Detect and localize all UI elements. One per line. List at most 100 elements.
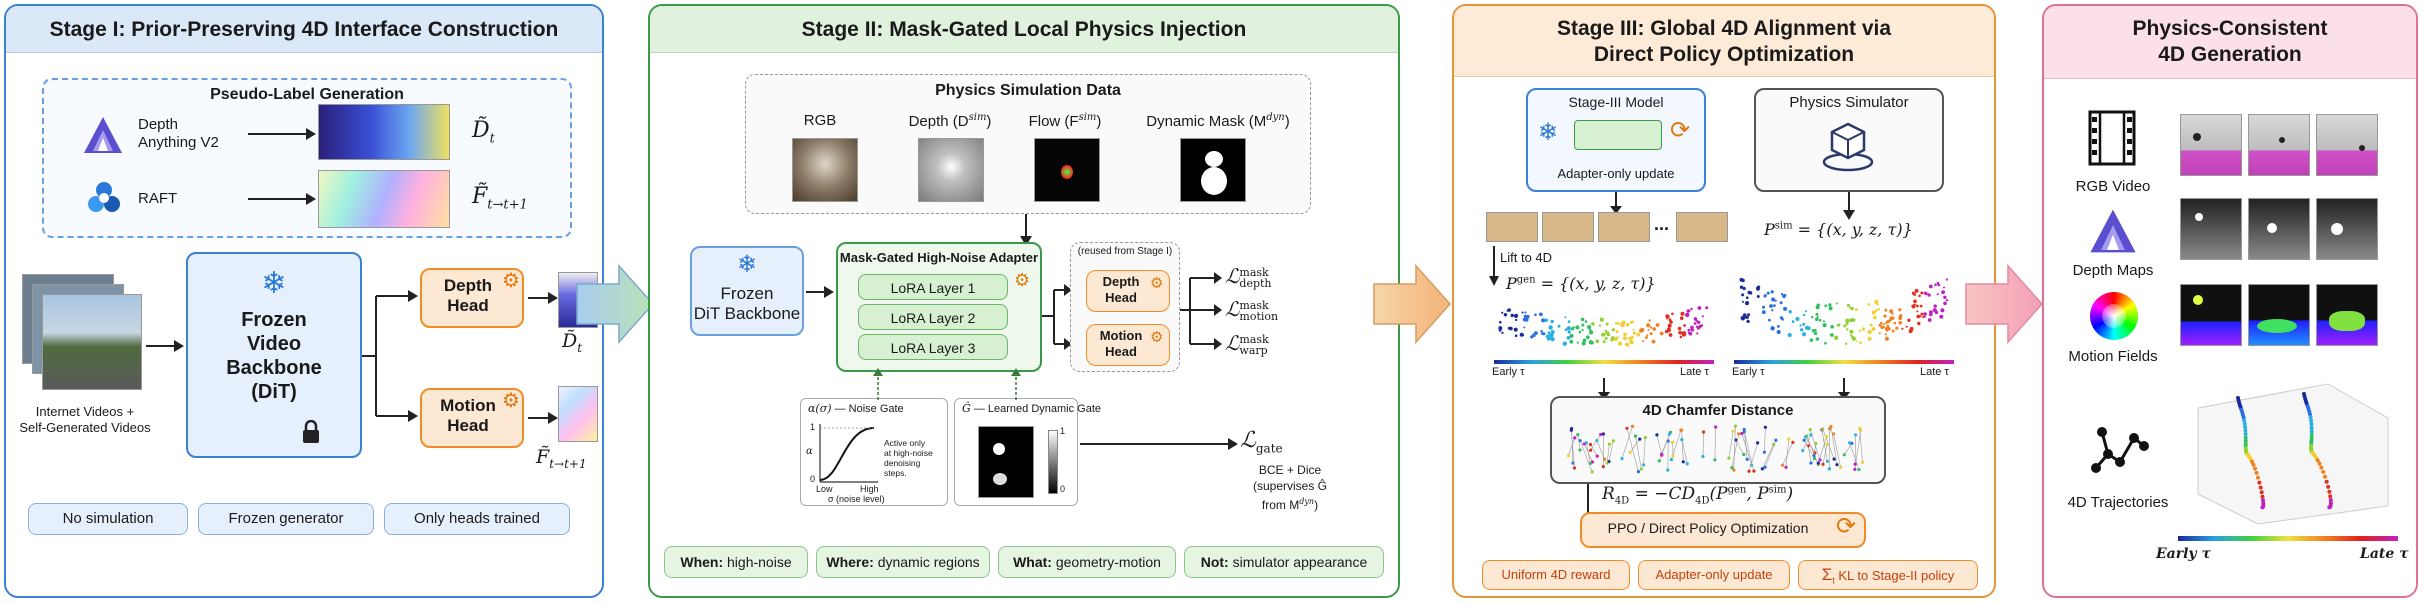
point-cloud-dot: [1646, 323, 1651, 328]
trajectory-point: [2309, 425, 2314, 430]
chamfer-dot: [1827, 467, 1831, 471]
chamfer-dot: [1808, 428, 1812, 432]
chamfer-link: [1764, 440, 1777, 468]
point-cloud-dot: [1851, 336, 1856, 341]
point-cloud-dot: [1687, 328, 1691, 332]
stage3-panel: Stage III: Global 4D Alignment via Direc…: [1452, 4, 1996, 598]
gear-icon: ⚙: [502, 270, 520, 292]
chamfer-dot: [1848, 441, 1852, 445]
raft-logo-icon: [88, 182, 120, 212]
chamfer-link: [1849, 442, 1860, 470]
point-cloud-dot: [1856, 340, 1859, 343]
trajectory-point: [2243, 428, 2248, 433]
chamfer-link: [1744, 431, 1755, 472]
point-cloud-dot: [1776, 329, 1781, 335]
point-cloud-dot: [1849, 318, 1854, 323]
point-cloud-dot: [1905, 325, 1908, 328]
point-cloud-dot: [1615, 330, 1619, 334]
point-cloud-dot: [1883, 314, 1887, 318]
point-cloud-dot: [1945, 278, 1948, 281]
chamfer-dot: [1809, 461, 1813, 465]
point-cloud-dot: [1532, 333, 1536, 337]
point-cloud-dot: [1513, 313, 1519, 318]
pseudo-label-box: [42, 78, 572, 238]
point-cloud-dot: [1822, 320, 1826, 323]
chamfer-link: [1782, 442, 1794, 466]
chamfer-dot: [1737, 432, 1741, 436]
trajectory-point: [2319, 465, 2324, 470]
trajectory-point: [2243, 438, 2248, 443]
sim-depth-thumb: [918, 138, 984, 202]
chamfer-dot: [1681, 460, 1685, 464]
point-cloud-dot: [1623, 320, 1626, 323]
point-cloud-dot: [1679, 335, 1683, 339]
chamfer-dot: [1733, 424, 1737, 428]
gate-connectors: [873, 368, 1021, 400]
chamfer-dot: [1756, 441, 1760, 445]
chamfer-link: [1854, 434, 1856, 465]
sim-tau-bar: [1734, 360, 1954, 364]
row-label-motion: Motion Fields: [2068, 348, 2158, 365]
point-cloud-dot: [1642, 340, 1645, 343]
chamfer-box: [1550, 396, 1886, 484]
physics-simulator-title: Physics Simulator: [1789, 94, 1909, 111]
point-cloud-dot: [1548, 325, 1553, 330]
point-cloud-dot: [1572, 326, 1575, 329]
gen-frame: [1598, 212, 1650, 242]
chamfer-dot: [1727, 456, 1731, 460]
depth-frame: [2180, 198, 2242, 260]
point-cloud-dot: [1927, 293, 1931, 297]
point-cloud-dot: [1636, 332, 1641, 337]
point-cloud-dot: [1918, 294, 1921, 298]
point-cloud-dot: [1884, 336, 1889, 341]
video-frame-front: [42, 294, 142, 390]
pill-only-heads-trained: Only heads trained: [384, 503, 570, 535]
chamfer-link: [1661, 433, 1670, 455]
depth-pseudo-label: D̃t: [472, 118, 495, 147]
point-cloud-dot: [1876, 303, 1879, 306]
point-cloud-dot: [1746, 296, 1749, 299]
point-cloud-dot: [1809, 338, 1814, 342]
point-cloud-dot: [1499, 320, 1502, 324]
stage4-early: Early τ: [2156, 546, 2211, 562]
point-cloud-dot: [1547, 331, 1551, 335]
point-cloud-dot: [1762, 305, 1765, 309]
point-cloud-dot: [1891, 312, 1894, 315]
chamfer-dot: [1620, 457, 1624, 461]
point-cloud-dot: [1770, 326, 1775, 331]
point-cloud-dot: [1671, 312, 1674, 316]
trajectory-point: [2317, 461, 2322, 466]
dynamic-gate-colorbar: [1048, 430, 1058, 494]
point-cloud-dot: [1652, 327, 1656, 331]
chamfer-link: [1833, 433, 1841, 468]
trajectory-point: [2243, 435, 2248, 440]
adapter-title: Mask-Gated High-Noise Adapter: [839, 250, 1039, 265]
chamfer-link: [1590, 444, 1598, 457]
chamfer-dot: [1825, 442, 1829, 447]
sim-rgb-thumb: [792, 138, 858, 202]
chamfer-dot: [1669, 458, 1673, 462]
point-cloud-dot: [1867, 336, 1872, 341]
point-cloud-dot: [1761, 310, 1766, 315]
chamfer-dot: [1853, 462, 1857, 466]
chamfer-link: [1785, 438, 1790, 468]
chamfer-dot: [1831, 432, 1836, 436]
point-cloud-dot: [1878, 323, 1882, 327]
sim-point-cloud: [1739, 277, 1949, 345]
stage3-model-title: Stage-III Model: [1568, 94, 1664, 110]
snowflake-icon: ❄: [261, 267, 287, 300]
point-cloud-dot: [1768, 318, 1771, 322]
gen-late: Late τ: [1680, 366, 1709, 378]
chamfer-dot: [1660, 452, 1664, 456]
trajectory-point: [2258, 485, 2263, 490]
point-cloud-dot: [1783, 293, 1787, 297]
flow-pseudo-thumb: [318, 170, 450, 228]
point-cloud-dot: [1873, 315, 1877, 320]
chamfer-link: [1859, 428, 1863, 463]
point-cloud-dot: [1943, 301, 1947, 306]
point-cloud-dot: [1514, 334, 1518, 338]
point-cloud-dot: [1920, 312, 1924, 316]
chamfer-dot: [1821, 427, 1825, 431]
chamfer-link: [1843, 443, 1853, 455]
